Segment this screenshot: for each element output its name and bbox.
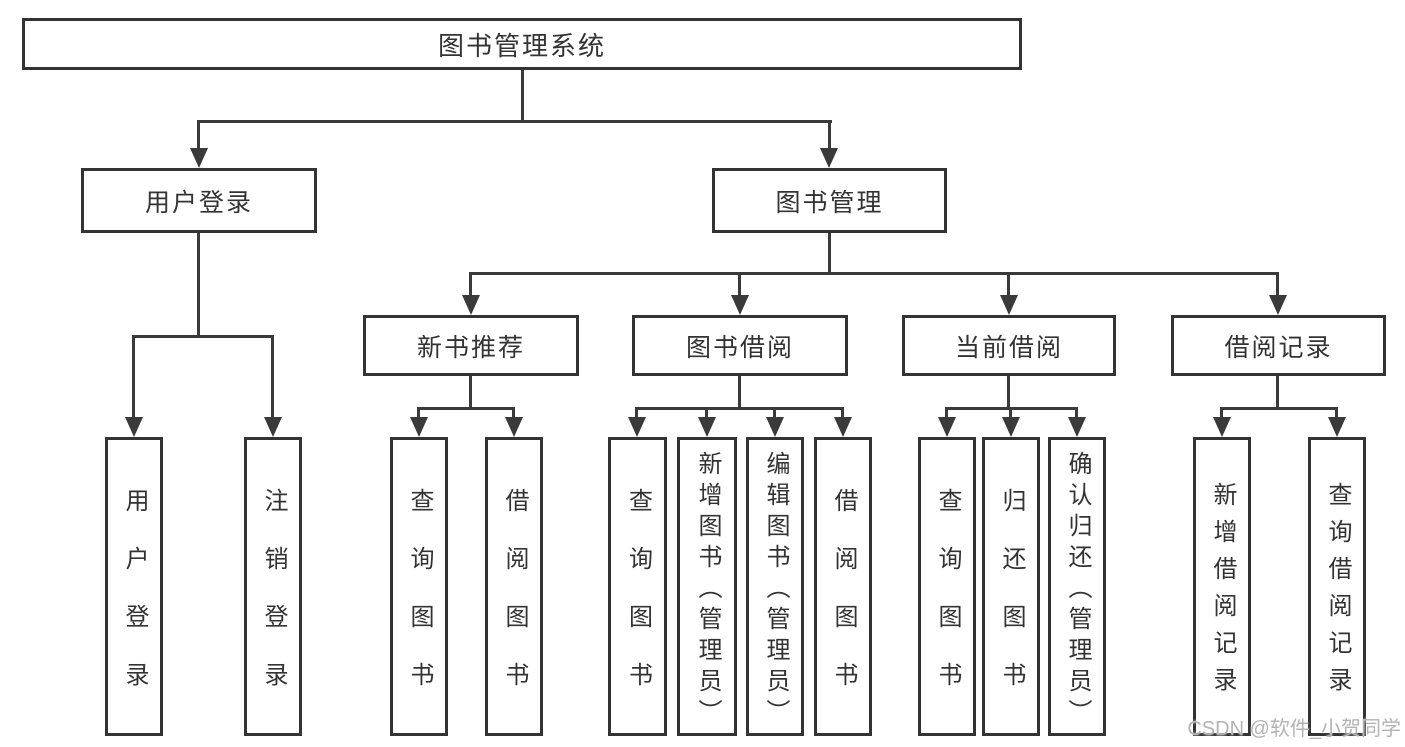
- connector-line: [1075, 407, 1078, 419]
- connector-line: [738, 376, 741, 407]
- connector-arrowhead: [125, 417, 143, 437]
- leaf-query-books-recommend: 查询图书: [390, 437, 448, 736]
- leaf-add-borrow-record: 新增借阅记录: [1193, 437, 1251, 736]
- connector-line: [1276, 376, 1279, 407]
- connector-arrowhead: [462, 295, 480, 315]
- leaf-query-books-borrow: 查询图书: [608, 437, 667, 736]
- node-label: 注销登录: [260, 487, 287, 720]
- leaf-user-login: 用户登录: [105, 437, 163, 736]
- node-label: 用户登录: [144, 188, 253, 217]
- node-current-borrowing: 当前借阅: [902, 315, 1116, 376]
- node-label: 图书管理系统: [437, 30, 606, 61]
- node-label: 查询图书: [624, 487, 652, 720]
- connector-line: [1220, 407, 1223, 419]
- connector-arrowhead: [628, 417, 646, 437]
- connector-arrowhead: [1068, 417, 1086, 437]
- node-book-borrowing: 图书借阅: [632, 315, 848, 376]
- node-label: 归还图书: [998, 487, 1025, 720]
- node-label: 用户登录: [121, 487, 148, 720]
- connector-line: [470, 272, 1279, 275]
- connector-line: [828, 120, 831, 150]
- connector-arrowhead: [190, 148, 208, 168]
- node-label: 新增借阅记录: [1209, 482, 1236, 704]
- node-label: 当前借阅: [954, 333, 1063, 362]
- node-label: 确认归还（管理员）: [1064, 450, 1091, 730]
- node-label: 新书推荐: [416, 333, 525, 362]
- leaf-borrow-books: 借阅图书: [814, 437, 872, 736]
- connector-arrowhead: [938, 417, 956, 437]
- connector-line: [945, 407, 948, 419]
- connector-line: [198, 120, 832, 123]
- node-user-login: 用户登录: [81, 168, 317, 233]
- connector-line: [1007, 272, 1010, 298]
- leaf-query-borrow-record: 查询借阅记录: [1308, 437, 1366, 736]
- connector-line: [841, 407, 844, 419]
- node-book-management: 图书管理: [712, 168, 947, 233]
- node-label: 借阅图书: [830, 487, 857, 720]
- connector-line: [773, 407, 776, 419]
- leaf-return-books: 归还图书: [982, 437, 1040, 736]
- node-label: 新增图书（管理员）: [694, 450, 721, 730]
- connector-line: [1007, 376, 1010, 407]
- connector-line: [1335, 407, 1338, 419]
- connector-arrowhead: [834, 417, 852, 437]
- connector-line: [271, 335, 274, 419]
- connector-arrowhead: [1213, 417, 1231, 437]
- connector-line: [469, 376, 472, 407]
- connector-arrowhead: [698, 417, 716, 437]
- node-label: 借阅记录: [1224, 333, 1333, 362]
- leaf-edit-books-admin: 编辑图书（管理员）: [746, 437, 804, 736]
- leaf-query-books-current: 查询图书: [918, 437, 976, 736]
- connector-arrowhead: [1328, 417, 1346, 437]
- connector-arrowhead: [505, 417, 523, 437]
- connector-arrowhead: [1269, 295, 1287, 315]
- leaf-logout: 注销登录: [244, 437, 302, 736]
- connector-line: [417, 407, 420, 419]
- connector-arrowhead: [766, 417, 784, 437]
- node-library-management-system: 图书管理系统: [22, 18, 1022, 70]
- node-label: 查询借阅记录: [1324, 482, 1351, 704]
- connector-line: [1276, 272, 1279, 298]
- connector-line: [1009, 407, 1012, 419]
- node-label: 借阅图书: [501, 487, 528, 720]
- leaf-borrow-books-recommend: 借阅图书: [485, 437, 543, 736]
- connector-line: [828, 233, 831, 272]
- leaf-add-books-admin: 新增图书（管理员）: [677, 437, 737, 736]
- node-new-book-recommendation: 新书推荐: [363, 315, 579, 376]
- connector-line: [1220, 407, 1338, 410]
- node-borrowing-records: 借阅记录: [1171, 315, 1386, 376]
- connector-arrowhead: [731, 295, 749, 315]
- connector-arrowhead: [1000, 295, 1018, 315]
- connector-arrowhead: [820, 148, 838, 168]
- node-label: 图书借阅: [685, 333, 794, 362]
- connector-line: [512, 407, 515, 419]
- connector-line: [521, 70, 524, 120]
- connector-arrowhead: [410, 417, 428, 437]
- connector-line: [197, 120, 200, 150]
- connector-line: [636, 407, 844, 410]
- connector-line: [197, 233, 200, 335]
- connector-arrowhead: [264, 417, 282, 437]
- connector-line: [418, 407, 515, 410]
- node-label: 查询图书: [406, 487, 433, 720]
- leaf-confirm-return-admin: 确认归还（管理员）: [1048, 437, 1106, 736]
- node-label: 查询图书: [934, 487, 961, 720]
- connector-line: [132, 335, 135, 419]
- csdn-watermark: CSDN @软件_小贺同学: [1187, 718, 1401, 740]
- connector-line: [738, 272, 741, 298]
- connector-arrowhead: [1002, 417, 1020, 437]
- connector-line: [133, 335, 274, 338]
- connector-line: [635, 407, 638, 419]
- node-label: 图书管理: [775, 188, 884, 217]
- connector-line: [469, 272, 472, 298]
- node-label: 编辑图书（管理员）: [762, 450, 789, 730]
- connector-line: [705, 407, 708, 419]
